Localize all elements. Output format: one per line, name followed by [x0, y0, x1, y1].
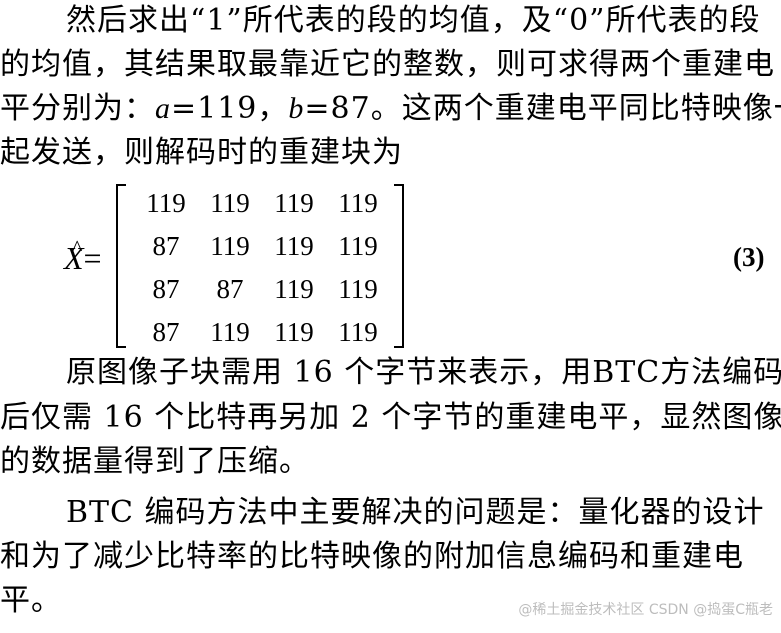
x-variable: X — [64, 240, 84, 276]
matrix-row: 87 87 119 119 — [134, 268, 390, 311]
paragraph2-line3: 的数据量得到了压缩。 — [0, 444, 310, 479]
matrix-right-bracket — [394, 184, 404, 348]
matrix-cell: 119 — [210, 188, 250, 218]
matrix-cell: 87 — [152, 274, 180, 304]
paragraph3-line1: BTC 编码方法中主要解决的问题是：量化器的设计 — [66, 495, 765, 530]
paragraph1-line3: 平分别为：a=119，b=87。这两个重建电平同比特映像一 — [0, 88, 781, 130]
equation-number: (3) — [733, 242, 765, 272]
matrix-cell: 119 — [338, 317, 378, 347]
watermark: @稀土掘金技术社区 CSDN @捣蛋C瓶老 — [518, 602, 773, 618]
matrix-cell: 87 — [152, 317, 180, 347]
matrix-cell: 87 — [216, 274, 244, 304]
paragraph1-line2: 的均值，其结果取最靠近它的整数，则可求得两个重建电 — [0, 47, 775, 82]
value-b: =87。这两个重建电平同比特映像一 — [304, 91, 781, 126]
matrix-cell: 119 — [210, 317, 250, 347]
value-a: =119， — [171, 91, 289, 126]
matrix-row: 87 119 119 119 — [134, 311, 390, 354]
paragraph2-line1: 原图像子块需用 16 个字节来表示，用BTC方法编码 — [66, 355, 781, 390]
matrix-row: 87 119 119 119 — [134, 225, 390, 268]
variable-b: b — [288, 92, 305, 125]
matrix-cell: 119 — [338, 231, 378, 261]
paragraph1-line3-prefix: 平分别为： — [0, 91, 155, 126]
paragraph3-line3: 平。 — [0, 583, 62, 618]
matrix-cell: 119 — [338, 188, 378, 218]
matrix-cell: 119 — [146, 188, 186, 218]
hat-accent: ^ — [72, 235, 83, 260]
x-hat: ^X — [64, 235, 84, 276]
matrix-cell: 119 — [274, 231, 314, 261]
matrix-cell: 119 — [274, 274, 314, 304]
reconstruction-equation: ^X= 119 119 119 119 87 119 119 119 87 87… — [0, 176, 781, 350]
equals-sign: = — [83, 240, 102, 276]
matrix-cell: 119 — [210, 231, 250, 261]
paragraph1-line1: 然后求出“1”所代表的段的均值，及“0”所代表的段 — [66, 3, 761, 38]
paragraph3-line2: 和为了减少比特率的比特映像的附加信息编码和重建电 — [0, 539, 744, 574]
paragraph2-line2: 后仅需 16 个比特再另加 2 个字节的重建电平，显然图像 — [0, 400, 781, 435]
matrix-row: 119 119 119 119 — [134, 182, 390, 225]
matrix-left-bracket — [116, 184, 126, 348]
variable-a: a — [155, 92, 171, 125]
reconstruction-matrix: 119 119 119 119 87 119 119 119 87 87 119… — [134, 182, 390, 354]
paragraph1-line4: 起发送，则解码时的重建块为 — [0, 135, 403, 170]
matrix-cell: 119 — [274, 317, 314, 347]
matrix-cell: 87 — [152, 231, 180, 261]
matrix-cell: 119 — [274, 188, 314, 218]
equation-lhs: ^X= — [64, 235, 102, 278]
matrix-cell: 119 — [338, 274, 378, 304]
